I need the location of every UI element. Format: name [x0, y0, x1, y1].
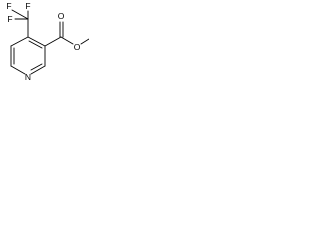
bond-c3-carbonyl — [44, 36, 62, 47]
bond-c2-n1 — [30, 65, 46, 75]
methyl-ester-group: O O — [44, 11, 89, 52]
atom-fluorine-left: F — [7, 14, 12, 24]
bond-c5-c4 — [10, 36, 29, 47]
double-bond-c4-c3-inner — [28, 40, 43, 49]
bond-c4-c3 — [27, 36, 46, 47]
atom-fluorine-top-mid: F — [25, 1, 30, 11]
atom-carbonyl-oxygen: O — [58, 11, 65, 21]
double-bond-c2-n1-inner — [30, 63, 43, 71]
bond-n1-c6 — [10, 65, 26, 75]
atom-ester-oxygen: O — [74, 42, 81, 52]
pyridine-ring — [10, 36, 46, 75]
chemical-structure-diagram: F F F O O N — [6, 1, 89, 82]
trifluoromethyl-group: F F F — [6, 1, 31, 38]
atom-ring-nitrogen: N — [25, 72, 31, 82]
atom-fluorine-top-left: F — [6, 1, 11, 11]
bond-carbonyl-ester-o — [60, 36, 74, 45]
bond-ester-o-methyl — [80, 38, 89, 45]
bond-cf3-f-top-left — [11, 9, 29, 20]
